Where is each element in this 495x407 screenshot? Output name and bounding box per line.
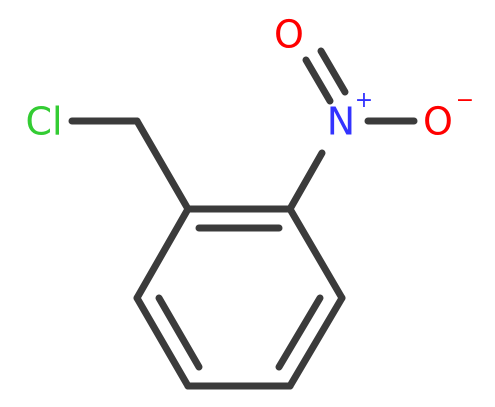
ring-bond-c3-c4 [286, 294, 346, 390]
benzene-ring [133, 205, 346, 390]
atom-oxygen-double-label: O [274, 13, 304, 57]
oxygen-charge-label: − [456, 88, 474, 113]
bond-n-to-o-double-b [317, 47, 349, 96]
ring-bond-c2-c3 [286, 205, 346, 302]
atom-nitrogen-label: N [327, 100, 355, 144]
bond-n-to-o-double-a [302, 56, 334, 105]
bond-ring-to-n [286, 149, 326, 213]
bond-ring-to-ch2 [133, 117, 192, 213]
ring-bond-c5-c6-inner [155, 294, 203, 371]
atom-chlorine-label: Cl [25, 100, 62, 144]
nitrogen-charge-label: + [355, 88, 373, 113]
ring-bond-c3-c4-inner [275, 294, 324, 371]
ring-bond-c6-c1 [133, 205, 192, 302]
ring-bond-c5-c6 [133, 294, 192, 390]
atom-oxygen-single-label: O [423, 100, 453, 144]
